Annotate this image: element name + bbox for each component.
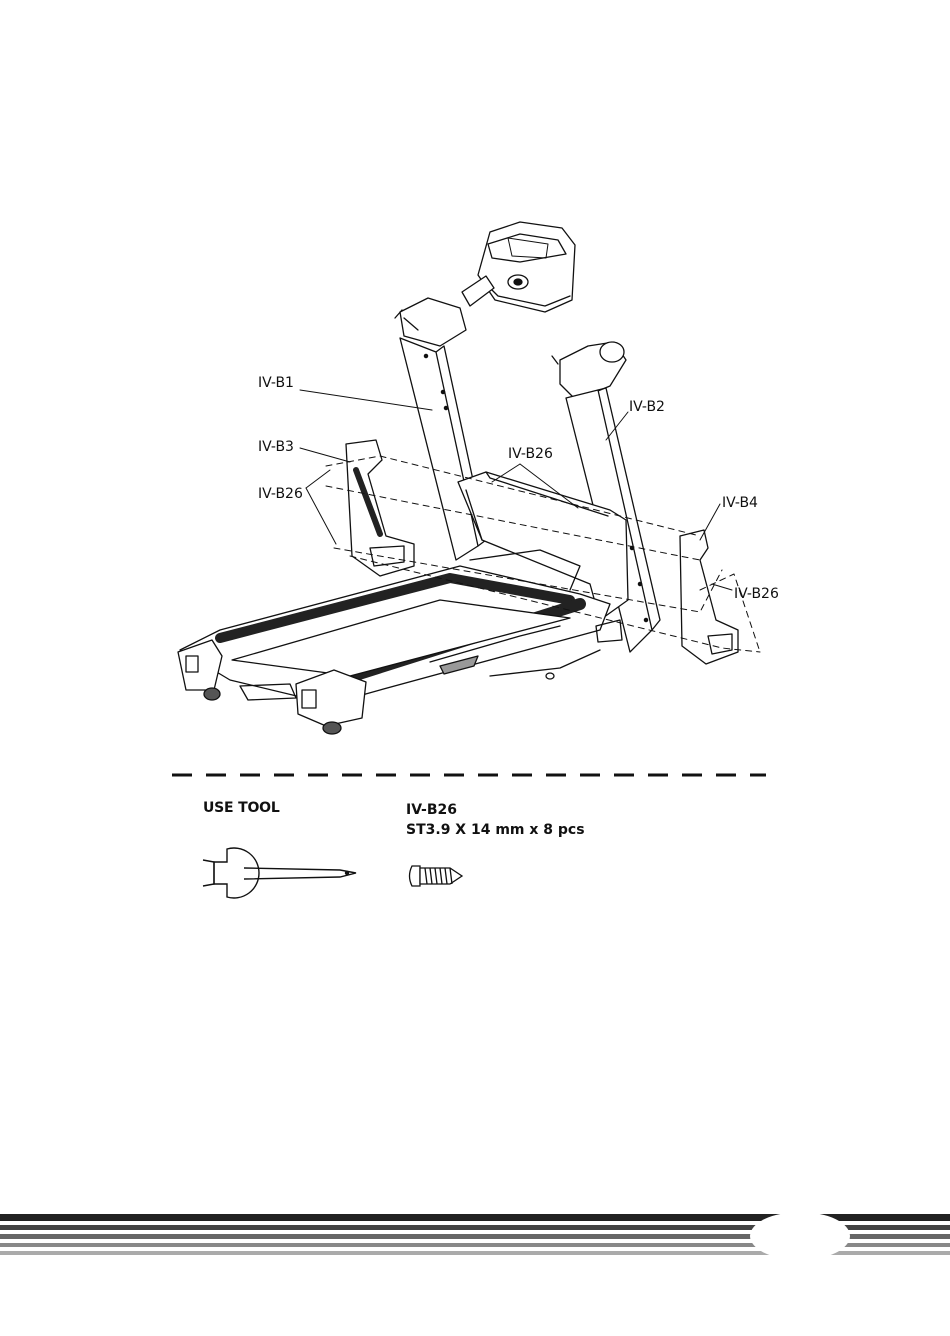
callout-iv-b4: IV-B4: [722, 495, 758, 511]
callout-iv-b26-left: IV-B26: [258, 486, 303, 502]
callout-iv-b2: IV-B2: [629, 399, 665, 415]
treadmill-deck-illustration: [178, 550, 622, 734]
part-spec: ST3.9 X 14 mm x 8 pcs: [406, 822, 585, 838]
use-tool-heading: USE TOOL: [203, 800, 280, 816]
console-illustration: [462, 222, 575, 312]
callout-iv-b26-right: IV-B26: [734, 586, 779, 602]
wrench-tool-icon: [203, 848, 356, 898]
screw-icon: [410, 866, 463, 886]
part-id: IV-B26: [406, 802, 457, 818]
left-upright-illustration: [395, 298, 486, 560]
callout-iv-b26-center: IV-B26: [508, 446, 553, 462]
page-number-oval: [750, 1212, 850, 1260]
callout-iv-b1: IV-B1: [258, 375, 294, 391]
right-cover-illustration: [680, 530, 738, 664]
callout-iv-b3: IV-B3: [258, 439, 294, 455]
